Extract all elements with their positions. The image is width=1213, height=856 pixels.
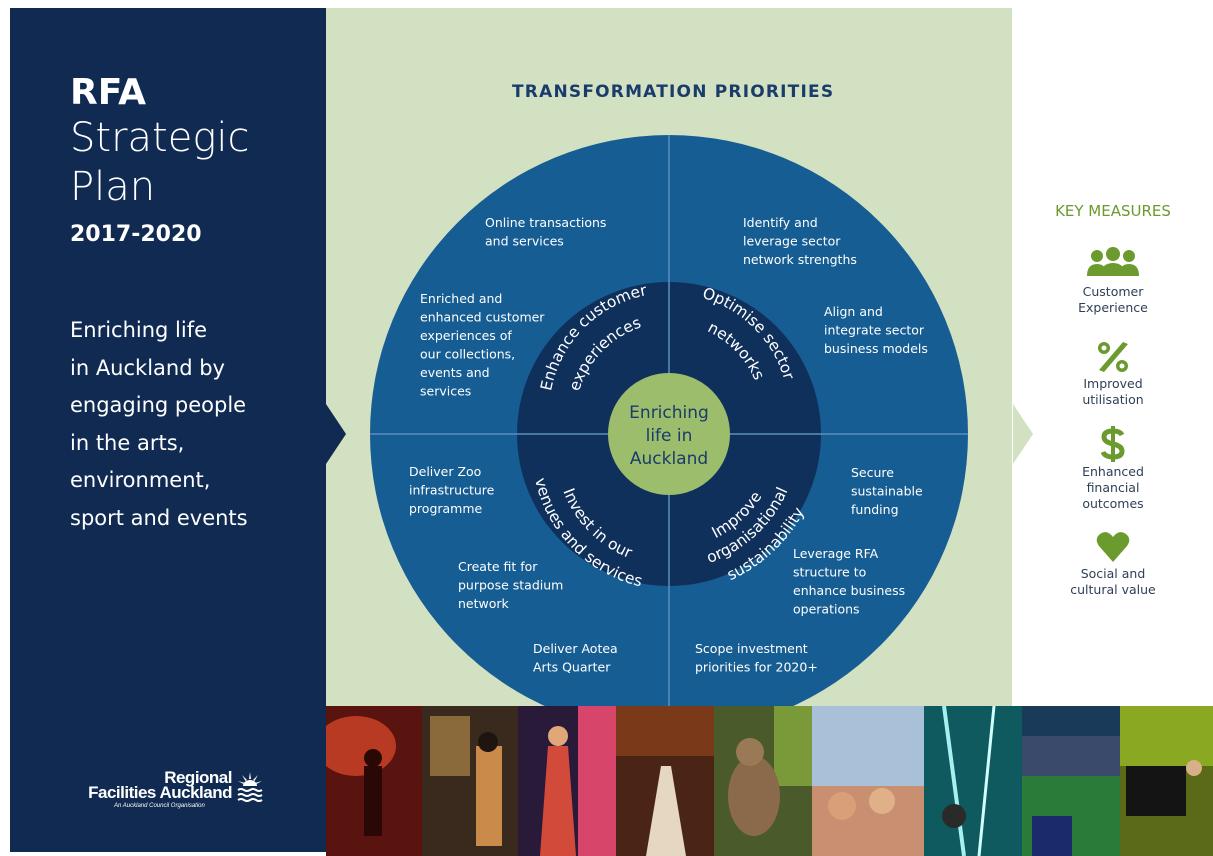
core-text: life in: [646, 426, 693, 446]
tagline-line: in Auckland by: [70, 355, 225, 380]
title-rfa: RFA: [70, 72, 147, 113]
initiative-zoo-infrastructure: Deliver Zoo infrastructure programme: [409, 464, 498, 516]
initiative-stadium-network: Create fit for purpose stadium network: [458, 559, 567, 611]
measure-improved-utilisation: Improved utilisation: [1046, 340, 1180, 408]
people-icon: [1087, 247, 1139, 276]
photo-strip: [326, 706, 1213, 856]
rfa-logo: Regional Facilities Auckland An Auckland…: [70, 768, 270, 818]
initiative-aotea-arts: Deliver Aotea Arts Quarter: [533, 641, 622, 675]
concert-photo: [326, 706, 422, 856]
dollar-icon: [1100, 426, 1125, 462]
tagline-line: environment,: [70, 468, 211, 492]
logo-text-council: An Auckland Council Organisation: [114, 803, 205, 809]
gallery-photo: [422, 706, 518, 856]
logo-text-facilities: Facilities Auckland: [88, 783, 232, 802]
initiative-identify-strengths: Identify and leverage sector network str…: [743, 215, 857, 267]
right-arrow-chevron: [1013, 404, 1033, 464]
measure-enhanced-financial-outcomes: Enhanced financial outcomes: [1046, 426, 1180, 512]
left-arrow-chevron: [326, 404, 346, 464]
measure-label: Social and cultural value: [1070, 566, 1156, 597]
tagline-line: sport and events: [70, 505, 248, 530]
core-circle: [608, 373, 730, 495]
left-panel: [10, 8, 326, 852]
tagline-line: Enriching life: [70, 318, 208, 342]
crowd-photo: [812, 706, 924, 856]
core-text: Auckland: [630, 449, 708, 469]
meerkat-photo: [714, 706, 812, 856]
logo-text-regional: Regional: [164, 768, 232, 787]
sunburst-waves-icon: [237, 772, 263, 802]
section-title: TRANSFORMATION PRIORITIES: [512, 82, 835, 102]
light-art-photo: [924, 706, 1022, 856]
measure-social-cultural-value: Social and cultural value: [1046, 530, 1180, 598]
measure-label: Customer Experience: [1078, 284, 1148, 315]
measure-label: Enhanced financial outcomes: [1082, 464, 1144, 511]
core-text: Enriching: [629, 403, 709, 423]
initiative-sustainable-funding: Secure sustainable funding: [851, 465, 927, 517]
initiative-enriched-experiences: Enriched and enhanced customer experienc…: [420, 291, 548, 399]
initiative-online-transactions: Online transactions and services: [485, 215, 610, 249]
initiative-leverage-structure: Leverage RFA structure to enhance busine…: [793, 546, 909, 617]
title-plan: Plan: [70, 164, 156, 210]
tagline-line: in the arts,: [70, 430, 185, 455]
initiative-scope-investment: Scope investment priorities for 2020+: [695, 641, 818, 675]
initiative-align-models: Align and integrate sector business mode…: [824, 304, 928, 356]
heart-icon: [1096, 532, 1130, 562]
title-strategic: Strategic: [70, 115, 250, 161]
pianist-photo: [1120, 706, 1213, 856]
tagline: Enriching life in Auckland by engaging p…: [70, 312, 300, 537]
plan-years: 2017-2020: [70, 222, 202, 247]
percent-icon: [1098, 342, 1128, 372]
stadium-photo: [1022, 706, 1120, 856]
dinner-hall-photo: [616, 706, 714, 856]
dancer-photo: [518, 706, 616, 856]
tagline-line: engaging people: [70, 393, 247, 417]
measure-label: Improved utilisation: [1082, 376, 1144, 407]
measure-customer-experience: Customer Experience: [1046, 246, 1180, 316]
key-measures-title: KEY MEASURES: [1055, 202, 1171, 220]
